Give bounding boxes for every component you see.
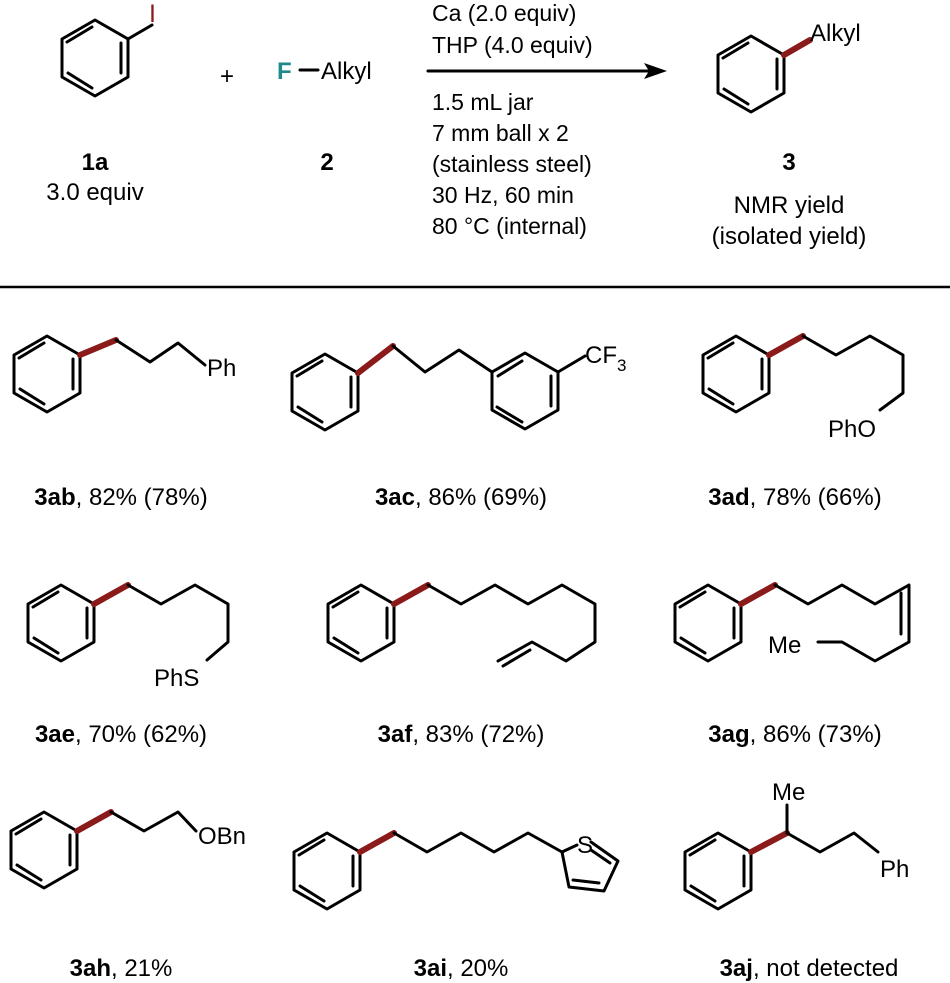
iodine-atom: I [149,0,156,28]
structure-3ae: PhS [26,582,230,692]
product-3-id: 3 [782,149,795,176]
structure-3ah: OBn [9,809,246,890]
fluorine-atom: F [277,58,292,85]
condition-6: 30 Hz, 60 min [432,182,574,208]
3aj-ph-label: Ph [880,856,909,883]
3ac-cf3-label: CF3 [585,342,626,375]
label-3af: 3af, 83% (72%) [378,721,545,748]
product-alkyl-label: Alkyl [810,20,861,47]
structure-3ad: PhO [701,333,905,443]
label-3ac: 3ac, 86% (69%) [375,484,547,511]
reactant-2-id: 2 [320,149,333,176]
structure-3af [326,582,597,668]
label-3ab: 3ab, 82% (78%) [34,484,207,511]
3ai-sulfur-label: S [577,832,593,859]
product-3-nmr-note: NMR yield [734,192,845,219]
structure-3ag: Me [673,582,911,663]
alkyl-label: Alkyl [321,58,372,85]
label-3aj: 3aj, not detected [720,955,899,982]
structure-3ai: S [292,830,620,911]
plus-sign: + [220,63,234,90]
product-3-structure: Alkyl [716,20,861,114]
condition-4: 7 mm ball x 2 [432,120,569,146]
3ab-ph-label: Ph [207,355,236,382]
label-3ae: 3ae, 70% (62%) [35,721,207,748]
structure-3ac: CF3 [290,342,626,432]
label-3ah: 3ah, 21% [70,955,173,982]
condition-2: THP (4.0 equiv) [432,32,593,58]
label-3ad: 3ad, 78% (66%) [708,484,881,511]
3ah-obn-label: OBn [198,823,246,850]
3ad-pho-label: PhO [828,416,876,443]
alkyl-fluoride-structure: F Alkyl [277,58,372,85]
structure-3ab: Ph [12,334,236,414]
condition-7: 80 °C (internal) [432,213,587,239]
iodobenzene-structure: I [60,0,156,98]
reaction-arrow [426,63,667,79]
condition-1: Ca (2.0 equiv) [432,0,576,26]
reactant-1a-id: 1a [82,149,109,176]
3aj-me-label: Me [772,779,805,806]
reactant-1a-equiv: 3.0 equiv [46,179,143,206]
label-3ai: 3ai, 20% [414,955,509,982]
condition-3: 1.5 mL jar [432,89,534,115]
condition-5: (stainless steel) [432,151,592,177]
product-3-isolated-note: (isolated yield) [712,223,867,250]
label-3ag: 3ag, 86% (73%) [708,721,881,748]
3ag-me-label: Me [768,632,801,659]
structure-3aj: Me Ph [683,779,909,911]
3ae-phs-label: PhS [154,665,199,692]
